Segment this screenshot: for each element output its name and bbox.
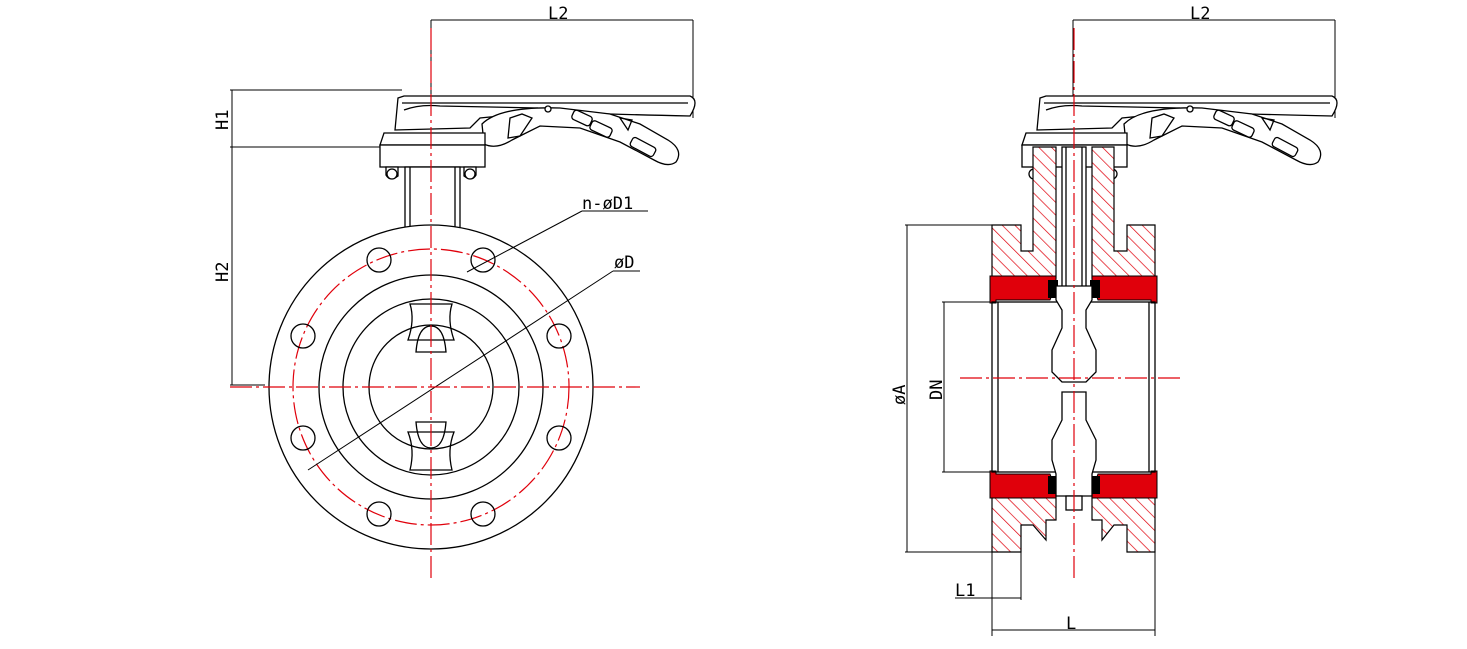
dim-h1-h2: H1 H2 bbox=[213, 89, 402, 386]
label-d: øD bbox=[614, 253, 634, 273]
label-dn: DN bbox=[927, 380, 947, 400]
label-h2: H2 bbox=[213, 262, 233, 282]
lever-handle-front bbox=[394, 95, 696, 166]
top-plate-front bbox=[379, 132, 486, 236]
label-l2-front: L2 bbox=[548, 4, 568, 24]
label-a: øA bbox=[890, 385, 910, 405]
label-h1: H1 bbox=[213, 110, 233, 130]
body-section-lower bbox=[991, 495, 1156, 553]
label-l: L bbox=[1066, 614, 1076, 634]
side-view: L2 øA DN bbox=[890, 4, 1338, 636]
dim-a-dn: øA DN bbox=[890, 224, 1000, 553]
seat-liner bbox=[989, 275, 1158, 499]
front-view: L2 H1 H2 bbox=[213, 4, 696, 582]
label-l2-side: L2 bbox=[1190, 4, 1210, 24]
label-n-d1: n-øD1 bbox=[582, 194, 633, 214]
label-l1: L1 bbox=[955, 581, 975, 601]
flange-body-front bbox=[268, 210, 648, 550]
